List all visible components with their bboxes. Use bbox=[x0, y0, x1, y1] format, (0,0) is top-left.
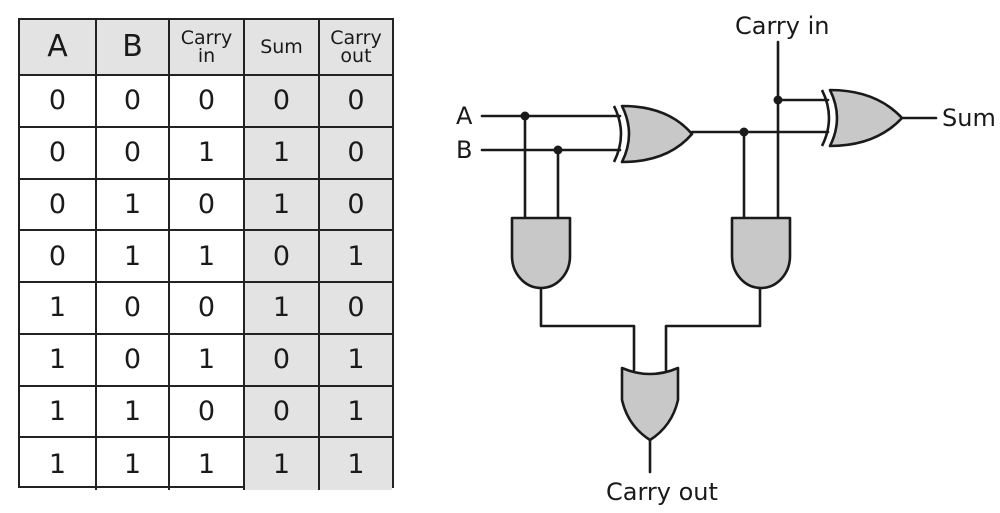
table-cell-carry-in: 1 bbox=[170, 438, 245, 490]
table-cell-carry-out: 1 bbox=[320, 334, 392, 387]
table-cell-carry-out: 0 bbox=[320, 76, 392, 128]
label-carry-out: Carry out bbox=[606, 478, 718, 506]
table-cell-sum: 0 bbox=[245, 386, 320, 439]
header-a: A bbox=[20, 20, 97, 76]
table-cell-carry-in: 0 bbox=[170, 76, 245, 128]
table-cell-b: 0 bbox=[97, 283, 170, 335]
header-carry-in: Carry in bbox=[170, 20, 245, 76]
xor-gate-2 bbox=[820, 88, 904, 148]
table-cell-sum: 1 bbox=[245, 283, 320, 335]
table-cell-b: 1 bbox=[97, 386, 170, 439]
table-cell-a: 1 bbox=[20, 386, 97, 439]
or-gate bbox=[620, 366, 680, 442]
table-cell-b: 1 bbox=[97, 438, 170, 490]
table-cell-a: 0 bbox=[20, 127, 97, 180]
table-cell-a: 0 bbox=[20, 76, 97, 128]
table-cell-carry-in: 0 bbox=[170, 179, 245, 232]
junction-b bbox=[553, 145, 563, 155]
table-cell-carry-out: 0 bbox=[320, 179, 392, 232]
table-cell-carry-in: 0 bbox=[170, 386, 245, 439]
table-cell-sum: 1 bbox=[245, 179, 320, 232]
table-cell-carry-out: 1 bbox=[320, 386, 392, 439]
table-cell-a: 1 bbox=[20, 283, 97, 335]
table-cell-a: 1 bbox=[20, 438, 97, 490]
header-b: B bbox=[97, 20, 170, 76]
table-cell-a: 1 bbox=[20, 334, 97, 387]
table-cell-b: 0 bbox=[97, 76, 170, 128]
wire-and2-out bbox=[664, 286, 762, 372]
table-cell-a: 0 bbox=[20, 231, 97, 283]
table-cell-carry-out: 0 bbox=[320, 127, 392, 180]
junction-carry-in bbox=[773, 95, 783, 105]
table-cell-b: 0 bbox=[97, 127, 170, 180]
label-b: B bbox=[456, 136, 472, 164]
table-cell-carry-in: 1 bbox=[170, 334, 245, 387]
table-cell-sum: 0 bbox=[245, 76, 320, 128]
table-cell-sum: 1 bbox=[245, 438, 320, 490]
table-cell-carry-out: 1 bbox=[320, 231, 392, 283]
header-sum: Sum bbox=[245, 20, 320, 76]
table-cell-carry-in: 1 bbox=[170, 127, 245, 180]
table-cell-carry-in: 0 bbox=[170, 283, 245, 335]
label-sum: Sum bbox=[942, 104, 996, 132]
junction-xor1 bbox=[739, 127, 749, 137]
header-carry-out: Carry out bbox=[320, 20, 392, 76]
xor-gate-1 bbox=[612, 104, 694, 164]
table-cell-b: 1 bbox=[97, 179, 170, 232]
label-a: A bbox=[456, 102, 473, 130]
and-gate-2 bbox=[730, 216, 792, 290]
table-cell-carry-out: 1 bbox=[320, 438, 392, 490]
wire-and1-out bbox=[539, 286, 636, 372]
and-gate-1 bbox=[510, 216, 572, 290]
table-cell-sum: 1 bbox=[245, 127, 320, 180]
label-carry-in: Carry in bbox=[735, 12, 830, 40]
table-cell-carry-in: 1 bbox=[170, 231, 245, 283]
table-cell-a: 0 bbox=[20, 179, 97, 232]
table-cell-b: 1 bbox=[97, 231, 170, 283]
table-cell-sum: 0 bbox=[245, 231, 320, 283]
table-cell-b: 0 bbox=[97, 334, 170, 387]
junction-a bbox=[520, 111, 530, 121]
table-cell-carry-out: 0 bbox=[320, 283, 392, 335]
table-cell-sum: 0 bbox=[245, 334, 320, 387]
